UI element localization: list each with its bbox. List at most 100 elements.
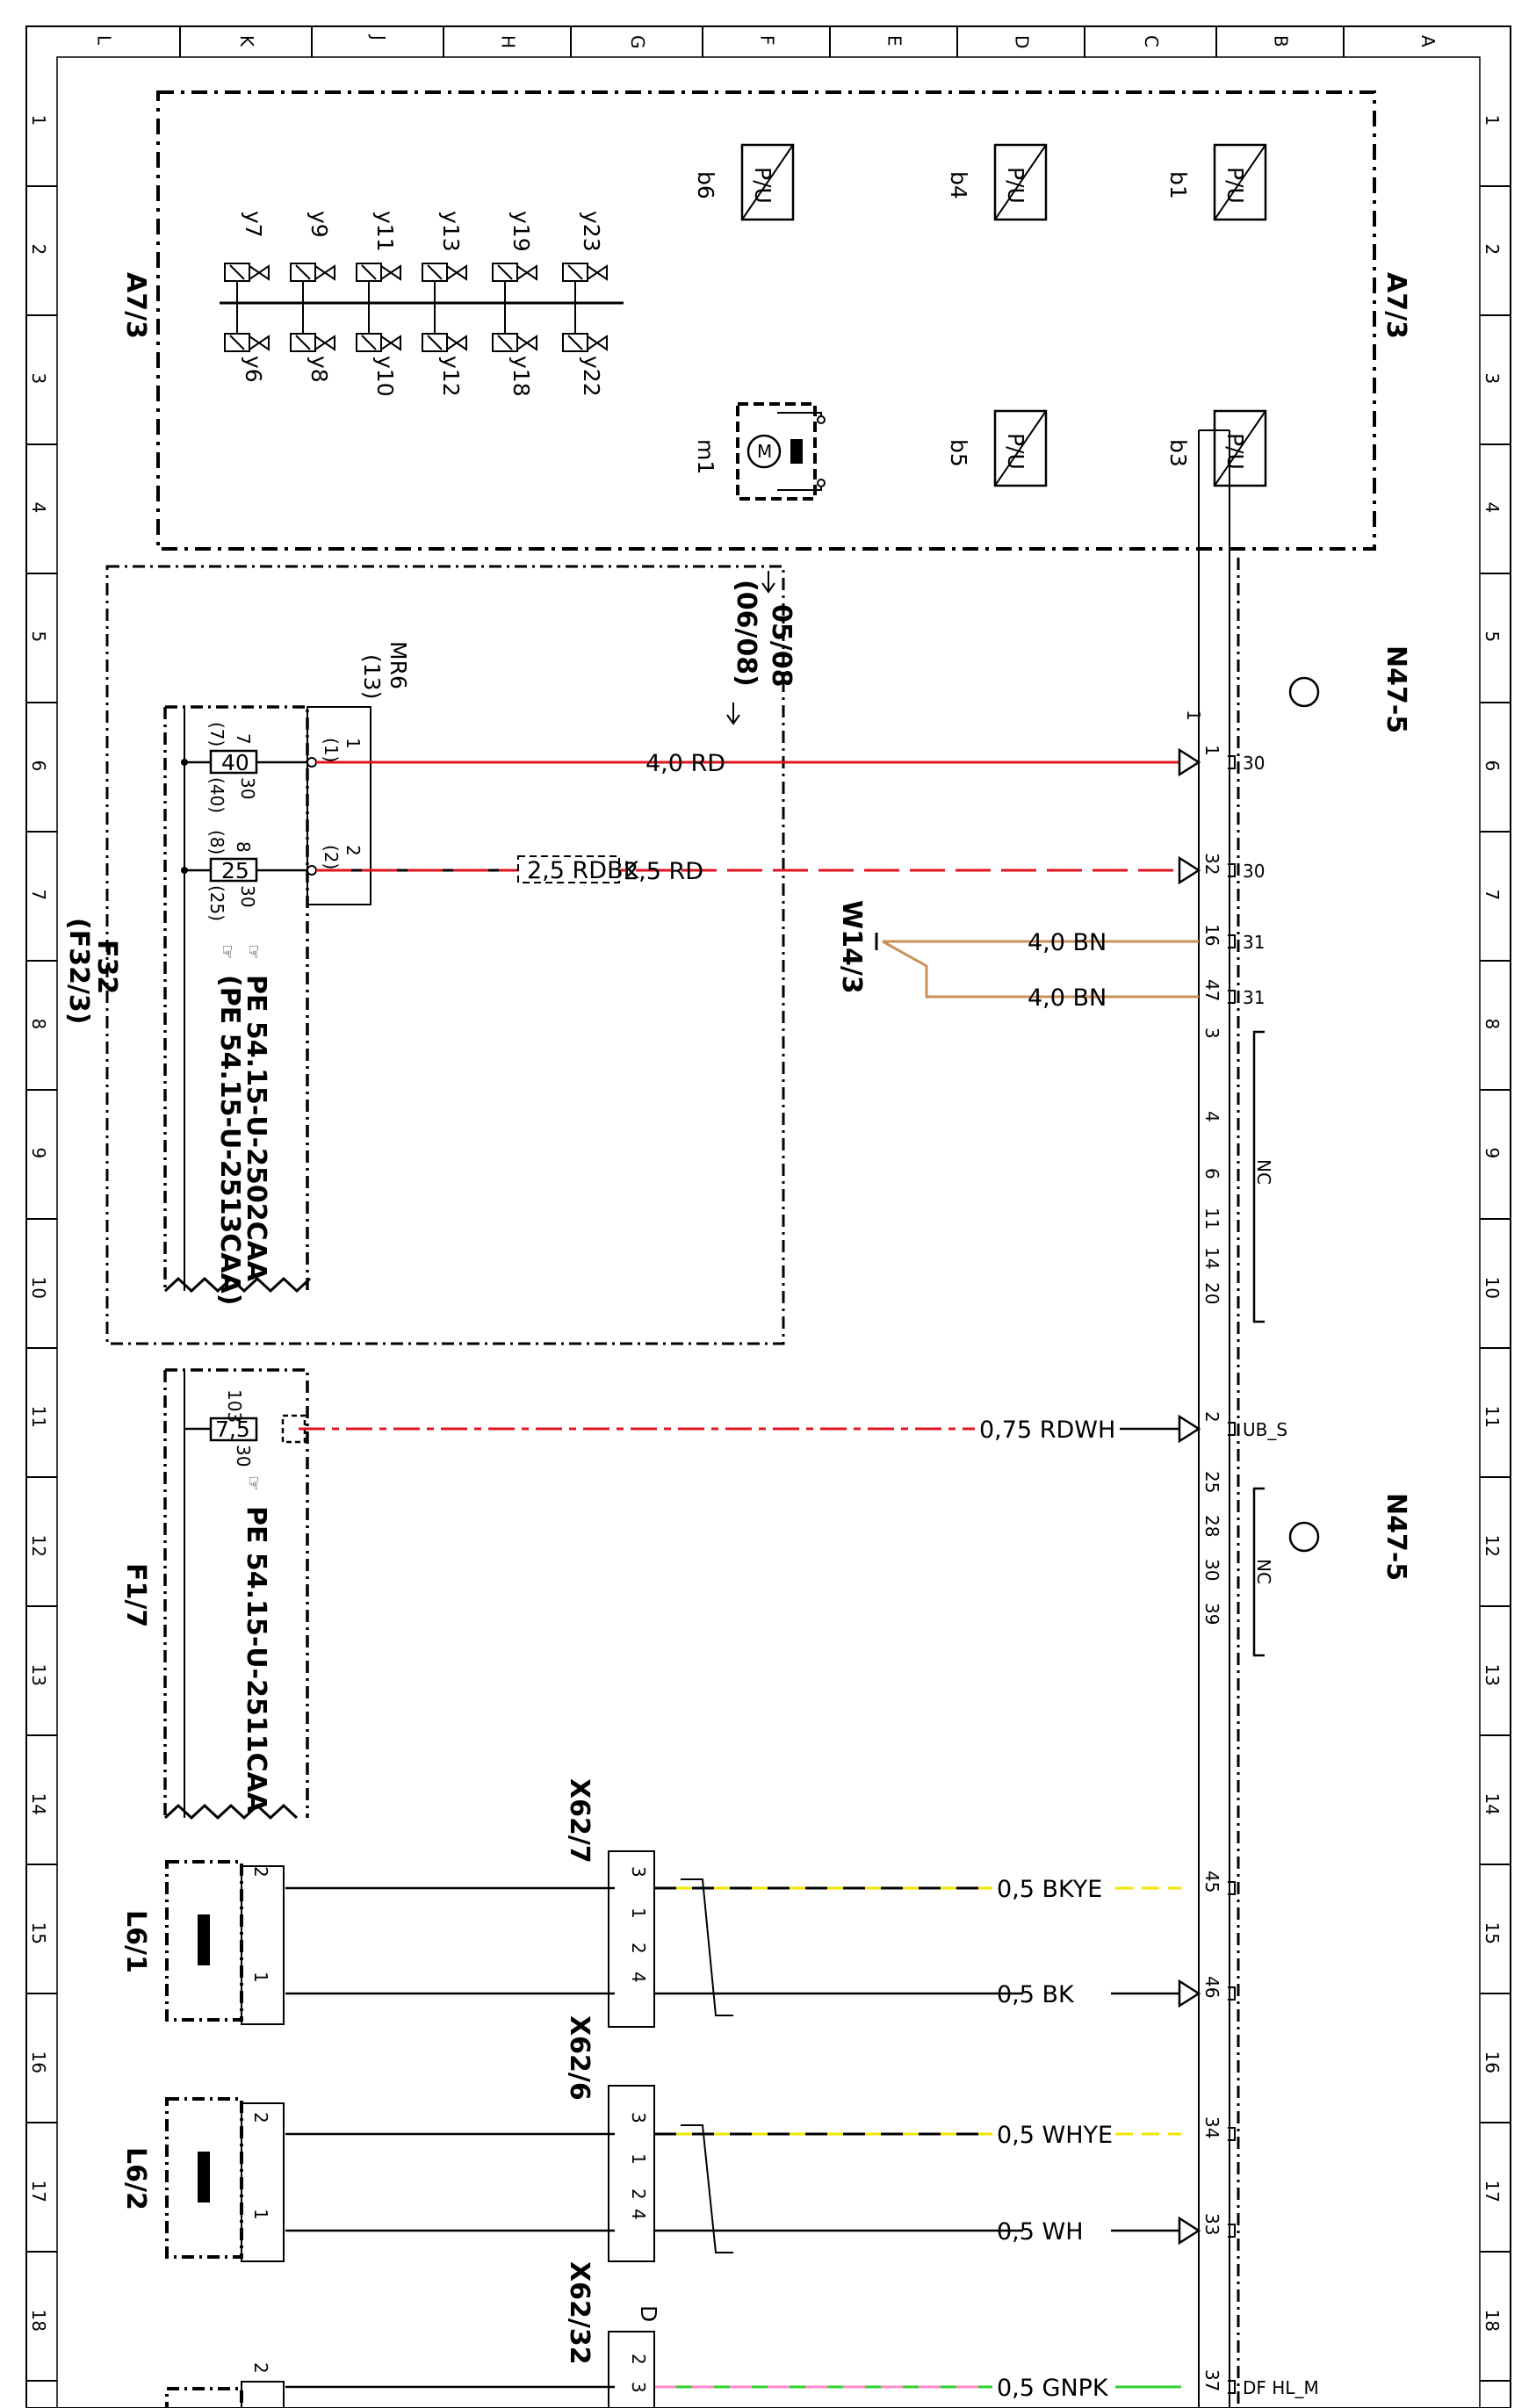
arrow-icon [1178, 2216, 1201, 2246]
column-letter: E [884, 35, 905, 47]
motor-m1: M m1 [693, 402, 826, 501]
connector-pin-number: 47 [1201, 979, 1222, 1001]
x62-pin: 4 [628, 1972, 649, 1983]
column-letter: H [498, 35, 519, 48]
connector-pin-number: 1 [1201, 745, 1222, 756]
pressure-sensor-b6: P/U b6 [693, 143, 795, 221]
ground-symbol-icon [1288, 676, 1320, 708]
connector-pin-number: 16 [1201, 924, 1222, 946]
row-number: 1 [28, 115, 49, 126]
row-number: 2 [1482, 244, 1503, 256]
connector-pin-number: 20 [1201, 1282, 1222, 1304]
row-number: 6 [28, 761, 49, 772]
connector-pin-number: 37 [1201, 2369, 1222, 2391]
pressure-sensor-b4: P/U b4 [946, 143, 1048, 221]
row-number: 18 [28, 2310, 49, 2332]
fuse-box-f1-7: F1/7 7,5 103 30 ☞ PE 54.15-U-2511CAA [120, 1368, 309, 1820]
connector-pin-number: 3 [1201, 1027, 1222, 1039]
row-number: 7 [28, 890, 49, 901]
row-number: 3 [1482, 373, 1503, 385]
valve-bottom-label: y8 [306, 356, 332, 383]
fuse-25-value: 25 [221, 858, 249, 883]
row-number: 3 [28, 373, 49, 385]
sensor-b3-label: b3 [1165, 439, 1191, 467]
wire-label: 4,0 BN [1028, 929, 1107, 956]
fuse-40-bot2: 30 [237, 777, 258, 799]
wire-label: 0,5 WH [997, 2218, 1084, 2246]
row-number: 15 [1482, 1922, 1503, 1944]
a7-3-label-right: A7/3 [1381, 272, 1411, 339]
nc-label: NC [1253, 1559, 1274, 1584]
row-number: 15 [28, 1922, 49, 1944]
column-letter: L [94, 35, 115, 46]
nc-label: NC [1253, 1159, 1274, 1185]
coil-pin: 2 [250, 2112, 271, 2123]
connector-pin-top: 1 [1183, 710, 1204, 721]
pe-reference-2513: (PE 54.15-U-2513CAA) [214, 975, 245, 1305]
row-number: 2 [28, 244, 49, 256]
solenoid-valve-icon [224, 303, 270, 352]
arrow-icon [1178, 1414, 1201, 1444]
fuse-7-5-bot: 30 [233, 1445, 254, 1467]
column-letter: J [368, 33, 389, 40]
pin-function-label: UB_S [1243, 1419, 1287, 1440]
pe-pointer-icon: ☞ [243, 944, 264, 960]
row-number: 10 [1482, 1277, 1503, 1299]
coil-l6-1: L6/1 [120, 1860, 285, 2025]
row-number: 11 [1482, 1406, 1503, 1428]
connector-pin-number: 4 [1201, 1111, 1222, 1122]
row-number: 7 [1482, 890, 1503, 901]
w14-3-label: W14/3 [836, 900, 867, 994]
f32-label: F32 [91, 940, 122, 994]
sensor-b1-label: b1 [1165, 171, 1191, 199]
arrow-icon [1178, 855, 1201, 885]
n47-5-label-lower: N47-5 [1381, 1493, 1411, 1581]
connector-pin-number: 30 [1201, 1559, 1222, 1581]
x62-7-label: X62/7 [564, 1778, 595, 1864]
wire-label: 4,0 BN [1028, 984, 1107, 1012]
column-letter: K [236, 35, 257, 47]
connector-x62-6: X62/6 [564, 2015, 655, 2262]
solenoid-valve-icon [356, 263, 401, 303]
column-letter: C [1141, 35, 1162, 47]
coil-pin: 2 [250, 2362, 271, 2374]
connector-pin-number: 28 [1201, 1515, 1222, 1537]
arrow-icon [1178, 1979, 1201, 2008]
fuse-40-pin: 7 [233, 733, 254, 745]
pressure-sensor-b3: P/U b3 [1165, 409, 1267, 487]
sensor-b5-label: b5 [946, 439, 971, 467]
page-reference: 05/08 [766, 604, 797, 687]
solenoid-valve-icon [224, 263, 270, 303]
x62-pin: 1 [628, 2153, 649, 2165]
row-number: 11 [28, 1406, 49, 1428]
valve-bottom-label: y18 [508, 356, 534, 397]
mr6-label: MR6 [386, 641, 411, 689]
mr6-terminal-1: 1 [343, 738, 364, 749]
connector-n47-5: N47-5 N47-5 1 [1183, 429, 1411, 2408]
solenoid-valve-icon [290, 263, 335, 303]
connector-pin-number: 25 [1201, 1471, 1222, 1493]
row-number: 13 [1482, 1664, 1503, 1686]
coil-l6-3-partial [165, 2381, 285, 2408]
valve-bottom-label: y12 [438, 356, 464, 397]
wire-label: 0,5 WHYE [997, 2122, 1113, 2149]
fuse-25-bot: (25) [206, 885, 227, 921]
sensor-pu-text: P/U [1222, 167, 1248, 204]
arrow-icon [1178, 747, 1201, 777]
solenoid-valve-icon [422, 303, 467, 352]
fuse-25-pin: 8 [233, 841, 254, 853]
fuse-25-alt-pin: (8) [206, 830, 227, 854]
x62-pin: 3 [628, 1866, 649, 1878]
sensor-pu-text: P/U [1003, 167, 1028, 204]
row-number: 9 [1482, 1148, 1503, 1159]
x62-32-label: X62/32 [564, 2261, 595, 2365]
row-number: 5 [28, 631, 49, 643]
column-letter: F [757, 35, 778, 46]
solenoid-valve-icon [290, 303, 335, 352]
connector-x62-32: X62/32 D [564, 2261, 661, 2408]
x62-32-d-label: D [636, 2305, 661, 2322]
fuse-7-5-pin: 103 [224, 1389, 245, 1423]
row-number: 18 [1482, 2310, 1503, 2332]
